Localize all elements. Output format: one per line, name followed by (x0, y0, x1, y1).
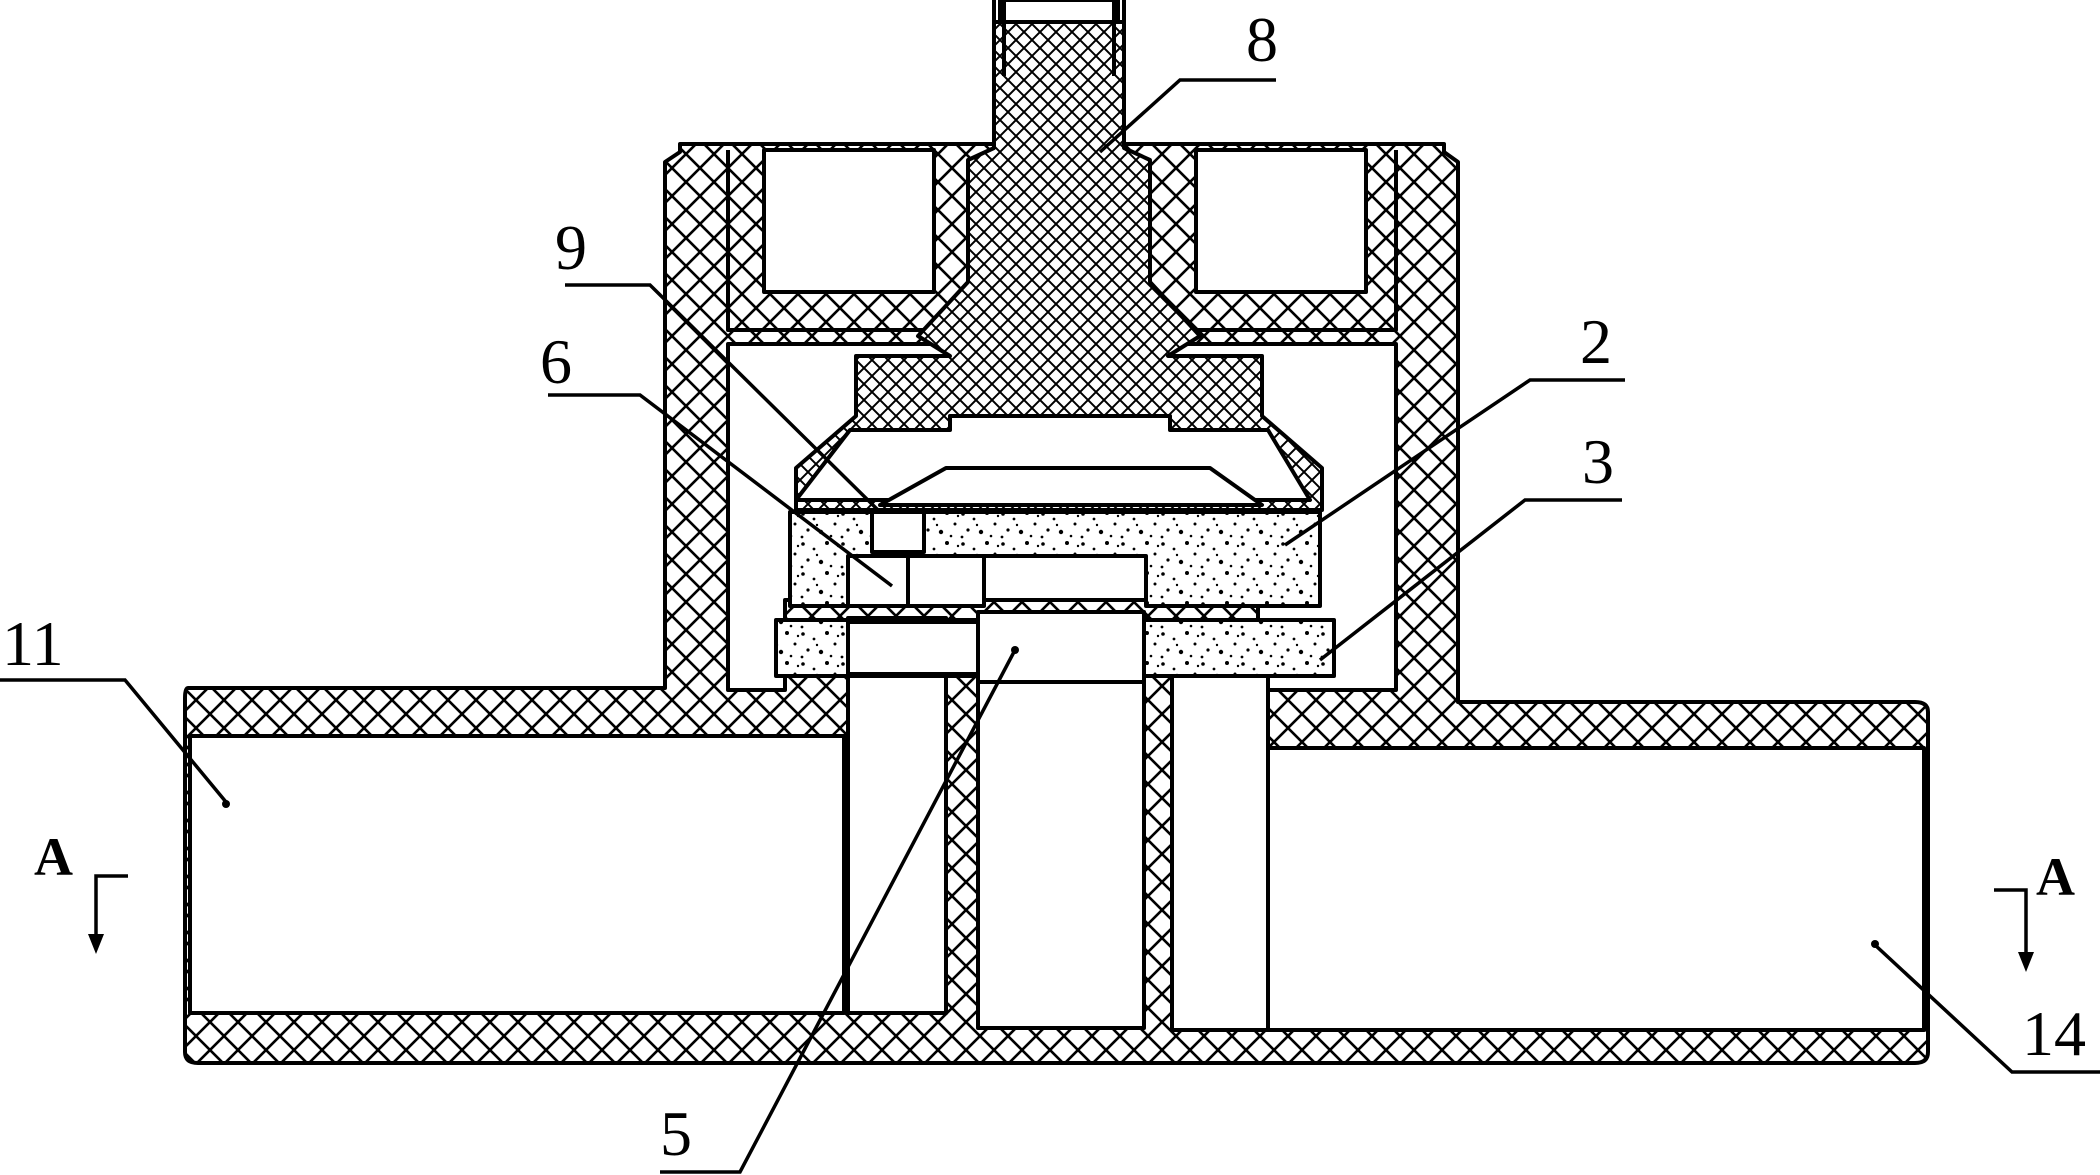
section-arrow-left (88, 934, 104, 954)
label-14: 14 (2022, 998, 2086, 1069)
block-9 (870, 510, 926, 554)
leader-dot-11 (222, 800, 230, 808)
leader-6 (548, 393, 894, 588)
label-8: 8 (1246, 4, 1278, 75)
center-passage (976, 616, 1146, 1030)
section-label-right: A (2036, 847, 2075, 907)
stem-top-cavity (998, 0, 1120, 24)
disc-cone (878, 466, 1264, 507)
stem-rim (992, 0, 1126, 80)
leader-14 (1873, 943, 2100, 1074)
leader-dot-5 (1011, 646, 1019, 654)
section-label-left: A (34, 827, 73, 887)
leader-3 (1318, 498, 1622, 662)
right-pipe-bore (1266, 746, 1926, 1032)
label-6: 6 (540, 326, 572, 397)
label-3: 3 (1582, 426, 1614, 497)
cap-pocket-left (762, 148, 936, 294)
leader-2 (1284, 378, 1625, 547)
label-9: 9 (555, 212, 587, 283)
label-11: 11 (2, 608, 64, 679)
section-arrow-right (2018, 952, 2034, 972)
section-marker-right (1994, 888, 2028, 960)
leader-8 (1098, 78, 1276, 154)
label-5: 5 (660, 1098, 692, 1169)
leader-5 (660, 649, 1017, 1174)
leader-11 (0, 678, 228, 804)
label-2: 2 (1580, 306, 1612, 377)
block-6b (906, 554, 986, 608)
leader-dot-14 (1871, 940, 1879, 948)
leader-9 (565, 283, 882, 514)
cap-pocket-right (1194, 148, 1368, 294)
block-6 (846, 554, 910, 608)
right-vertical-passage (1170, 666, 1270, 1032)
section-marker-left (94, 874, 128, 942)
stem (794, 20, 1324, 512)
left-pipe-bore (188, 734, 846, 1015)
